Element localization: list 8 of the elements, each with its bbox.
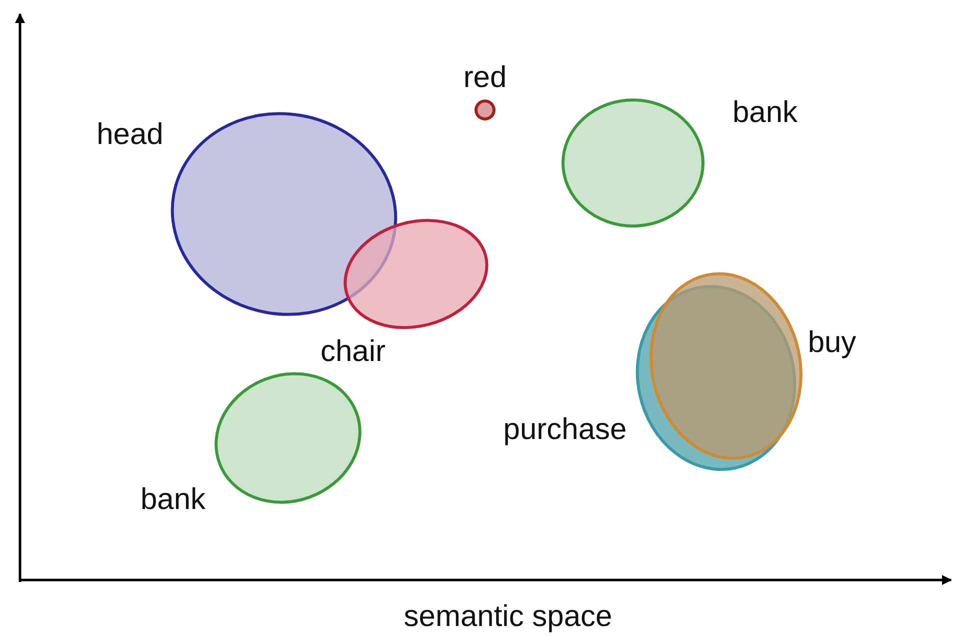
word-label: bank: [732, 96, 798, 130]
word-label: purchase: [503, 413, 627, 447]
word-label: bank: [140, 483, 206, 517]
axis-label: semantic space: [404, 600, 612, 634]
word-label: head: [96, 118, 164, 152]
word-label: buy: [808, 326, 856, 360]
word-label: chair: [320, 335, 386, 369]
word-label: red: [463, 61, 507, 95]
